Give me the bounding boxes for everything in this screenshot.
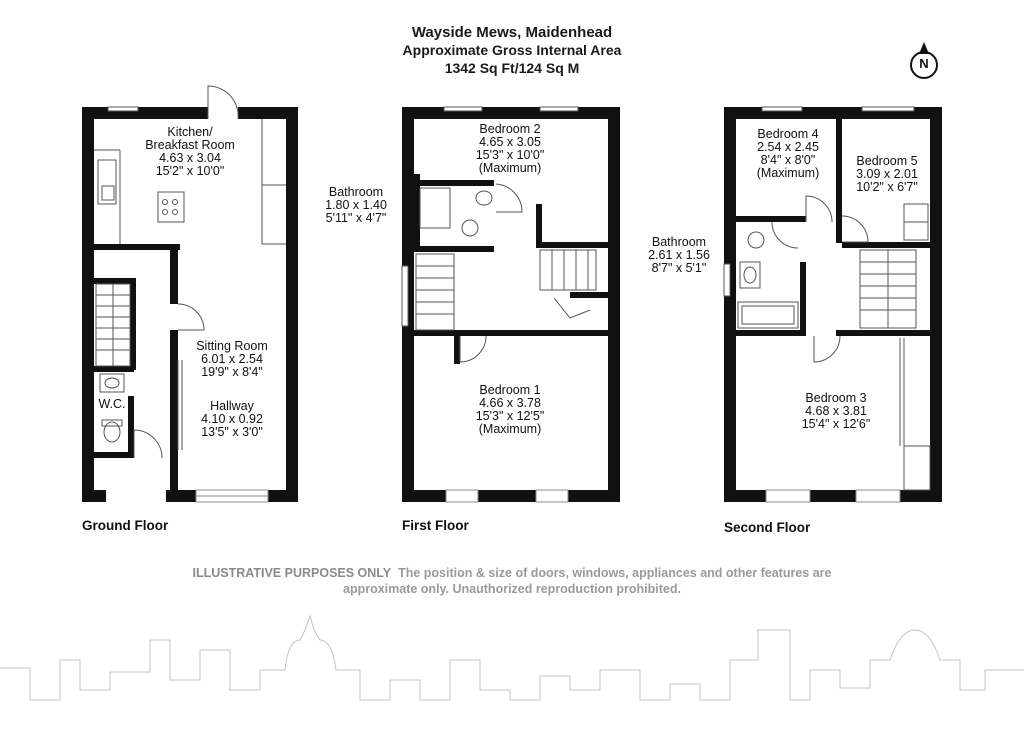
disclaimer-text-1: The position & size of doors, windows, a…	[398, 566, 832, 580]
plan-area: 1342 Sq Ft/124 Sq M	[444, 60, 580, 76]
floor-label-ground: Ground Floor	[82, 518, 169, 533]
room-imperial: 15'2" x 10'0"	[155, 164, 225, 178]
room-name: Bedroom 1	[479, 383, 541, 397]
room-imperial: 15'3" x 10'0"	[475, 148, 545, 162]
second-floor-fixtures	[723, 106, 931, 503]
room-imperial: 19'9" x 8'4"	[201, 365, 263, 379]
floor-label-second: Second Floor	[724, 520, 811, 535]
disclaimer-lead: ILLUSTRATIVE PURPOSES ONLY	[192, 566, 392, 580]
room-label-bedroom4: Bedroom 4 2.54 x 2.45 8'4" x 8'0" (Maxim…	[742, 128, 834, 180]
room-imperial: 13'5" x 3'0"	[201, 425, 263, 439]
room-label-bathroom-second: Bathroom 2.61 x 1.56 8'7" x 5'1"	[640, 236, 718, 275]
room-label-kitchen: Kitchen/ Breakfast Room 4.63 x 3.04 15'2…	[130, 126, 250, 178]
disclaimer-line-2: approximate only. Unauthorized reproduct…	[343, 582, 681, 596]
room-label-bedroom3: Bedroom 3 4.68 x 3.81 15'4" x 12'6"	[776, 392, 896, 431]
ground-floor-plan	[82, 107, 298, 502]
room-metric: 1.80 x 1.40	[325, 198, 387, 212]
floor-label-first: First Floor	[402, 518, 469, 533]
room-name: Breakfast Room	[145, 138, 235, 152]
room-metric: 4.66 x 3.78	[479, 396, 541, 410]
north-arrow-icon	[910, 42, 938, 79]
room-metric: 4.68 x 3.81	[805, 404, 867, 418]
room-label-sitting: Sitting Room 6.01 x 2.54 19'9" x 8'4"	[172, 340, 292, 379]
room-imperial: 10'2" x 6'7"	[856, 180, 918, 194]
room-metric: 3.09 x 2.01	[856, 167, 918, 181]
room-imperial: 8'4" x 8'0"	[760, 153, 816, 167]
room-name: W.C.	[98, 397, 126, 411]
north-letter: N	[919, 56, 929, 71]
room-name: Kitchen/	[167, 125, 213, 139]
room-name: Bathroom	[651, 235, 707, 249]
room-label-bedroom5: Bedroom 5 3.09 x 2.01 10'2" x 6'7"	[844, 155, 930, 194]
room-name: Bedroom 2	[479, 122, 541, 136]
first-floor-fixtures	[401, 106, 597, 503]
plan-subtitle: Approximate Gross Internal Area	[402, 42, 622, 58]
room-imperial: 8'7" x 5'1"	[651, 261, 707, 275]
room-label-bedroom1: Bedroom 1 4.66 x 3.78 15'3" x 12'5" (Max…	[450, 384, 570, 436]
room-imperial: 15'3" x 12'5"	[475, 409, 545, 423]
room-imperial: 15'4" x 12'6"	[801, 417, 871, 431]
room-note: (Maximum)	[478, 422, 542, 436]
room-label-hallway: Hallway 4.10 x 0.92 13'5" x 3'0"	[172, 400, 292, 439]
city-skyline-decoration	[0, 614, 1024, 701]
room-name: Bedroom 5	[856, 154, 918, 168]
room-name: Bedroom 3	[805, 391, 867, 405]
disclaimer: ILLUSTRATIVE PURPOSES ONLY The position …	[100, 565, 924, 597]
room-name: Bathroom	[328, 185, 384, 199]
room-metric: 4.10 x 0.92	[201, 412, 263, 426]
room-label-wc: W.C.	[92, 398, 132, 411]
room-note: (Maximum)	[756, 166, 820, 180]
room-metric: 2.61 x 1.56	[648, 248, 710, 262]
room-name: Hallway	[210, 399, 254, 413]
room-label-bedroom2: Bedroom 2 4.65 x 3.05 15'3" x 10'0" (Max…	[450, 123, 570, 175]
room-label-bathroom-first: Bathroom 1.80 x 1.40 5'11" x 4'7"	[316, 186, 396, 225]
room-name: Sitting Room	[196, 339, 268, 353]
room-metric: 4.63 x 3.04	[159, 151, 221, 165]
room-name: Bedroom 4	[757, 127, 819, 141]
room-metric: 2.54 x 2.45	[757, 140, 819, 154]
room-note: (Maximum)	[478, 161, 542, 175]
plan-title: Wayside Mews, Maidenhead	[411, 24, 613, 41]
room-metric: 6.01 x 2.54	[201, 352, 263, 366]
ground-floor-fixtures	[94, 85, 286, 503]
disclaimer-line-1: ILLUSTRATIVE PURPOSES ONLY The position …	[100, 565, 924, 581]
room-metric: 4.65 x 3.05	[479, 135, 541, 149]
room-imperial: 5'11" x 4'7"	[325, 211, 387, 225]
